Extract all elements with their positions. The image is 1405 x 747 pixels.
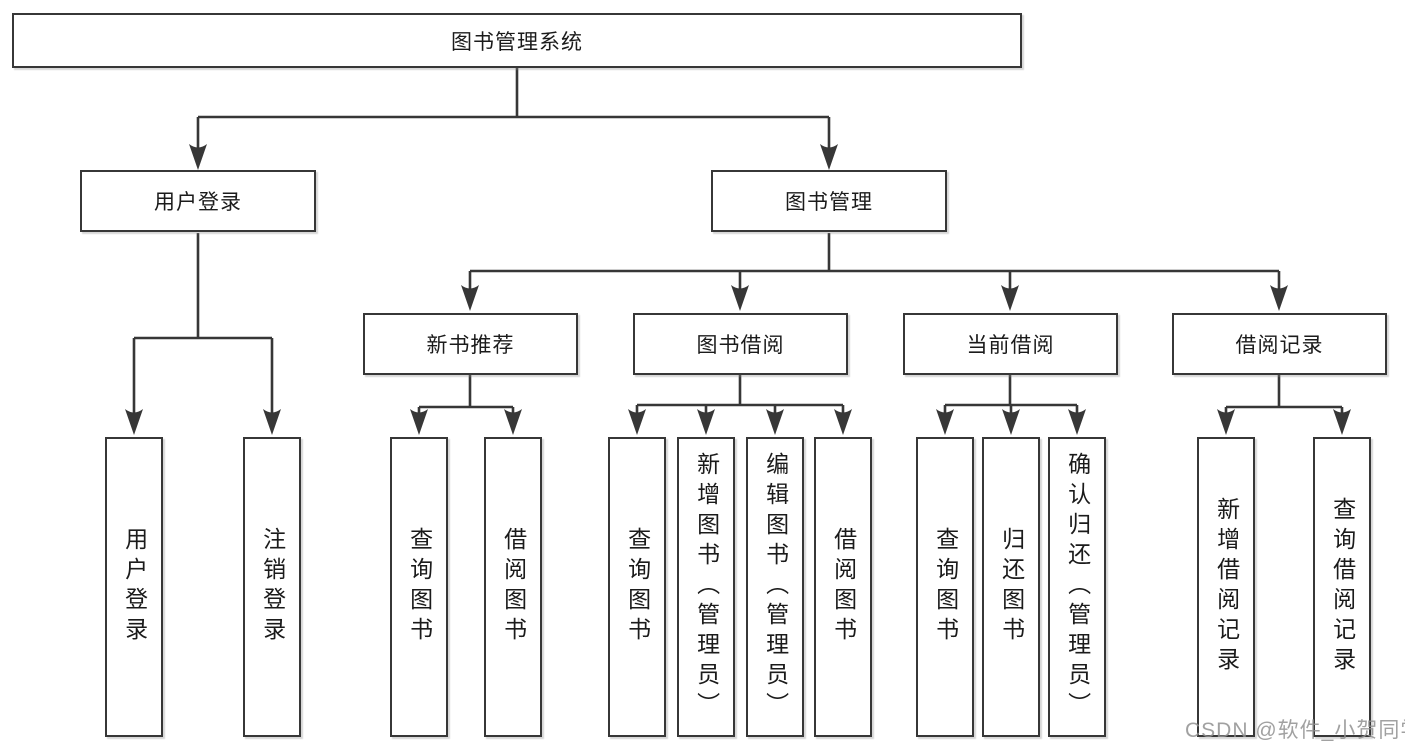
- node-borrowing-records: 借阅记录: [1172, 313, 1387, 375]
- leaf-query-borrow-record: 查询借阅记录: [1313, 437, 1371, 737]
- leaf-query-borrow-record-label: 查询借阅记录: [1329, 497, 1356, 677]
- node-library-system-label: 图书管理系统: [451, 30, 583, 54]
- node-book-management: 图书管理: [711, 170, 947, 232]
- leaf-user-login: 用户登录: [105, 437, 163, 737]
- node-library-system: 图书管理系统: [12, 13, 1022, 68]
- leaf-add-book-admin-label: 新增图书（管理员）: [693, 452, 720, 722]
- leaf-borrow-books-recommend: 借阅图书: [484, 437, 542, 737]
- node-new-book-recommendation-label: 新书推荐: [426, 334, 515, 357]
- leaf-return-books-label: 归还图书: [998, 527, 1025, 647]
- node-book-management-label: 图书管理: [785, 191, 873, 214]
- leaf-user-login-label: 用户登录: [121, 527, 148, 647]
- leaf-logout-label: 注销登录: [259, 527, 286, 647]
- node-new-book-recommendation: 新书推荐: [363, 313, 578, 375]
- leaf-borrow-books-recommend-label: 借阅图书: [500, 527, 527, 647]
- leaf-query-books-recommend-label: 查询图书: [406, 527, 433, 647]
- leaf-add-book-admin: 新增图书（管理员）: [677, 437, 735, 737]
- leaf-query-books-borrowing: 查询图书: [608, 437, 666, 737]
- leaf-confirm-return-admin-label: 确认归还（管理员）: [1064, 452, 1091, 722]
- leaf-add-borrow-record: 新增借阅记录: [1197, 437, 1255, 737]
- leaf-edit-book-admin: 编辑图书（管理员）: [746, 437, 804, 737]
- leaf-borrow-books-borrowing: 借阅图书: [814, 437, 872, 737]
- node-current-borrowing-label: 当前借阅: [966, 334, 1055, 357]
- leaf-borrow-books-borrowing-label: 借阅图书: [830, 527, 857, 647]
- node-book-borrowing: 图书借阅: [633, 313, 848, 375]
- leaf-query-books-borrowing-label: 查询图书: [624, 527, 651, 647]
- leaf-logout: 注销登录: [243, 437, 301, 737]
- leaf-query-books-current-label: 查询图书: [932, 527, 959, 647]
- leaf-return-books: 归还图书: [982, 437, 1040, 737]
- node-book-borrowing-label: 图书借阅: [696, 334, 785, 357]
- leaf-query-books-recommend: 查询图书: [390, 437, 448, 737]
- node-user-login-label: 用户登录: [154, 191, 242, 214]
- node-current-borrowing: 当前借阅: [903, 313, 1118, 375]
- leaf-edit-book-admin-label: 编辑图书（管理员）: [762, 452, 789, 722]
- node-borrowing-records-label: 借阅记录: [1235, 334, 1324, 357]
- csdn-watermark: CSDN @软件_小贺同学: [1185, 719, 1405, 742]
- leaf-confirm-return-admin: 确认归还（管理员）: [1048, 437, 1106, 737]
- leaf-query-books-current: 查询图书: [916, 437, 974, 737]
- leaf-add-borrow-record-label: 新增借阅记录: [1213, 497, 1240, 677]
- node-user-login: 用户登录: [80, 170, 316, 232]
